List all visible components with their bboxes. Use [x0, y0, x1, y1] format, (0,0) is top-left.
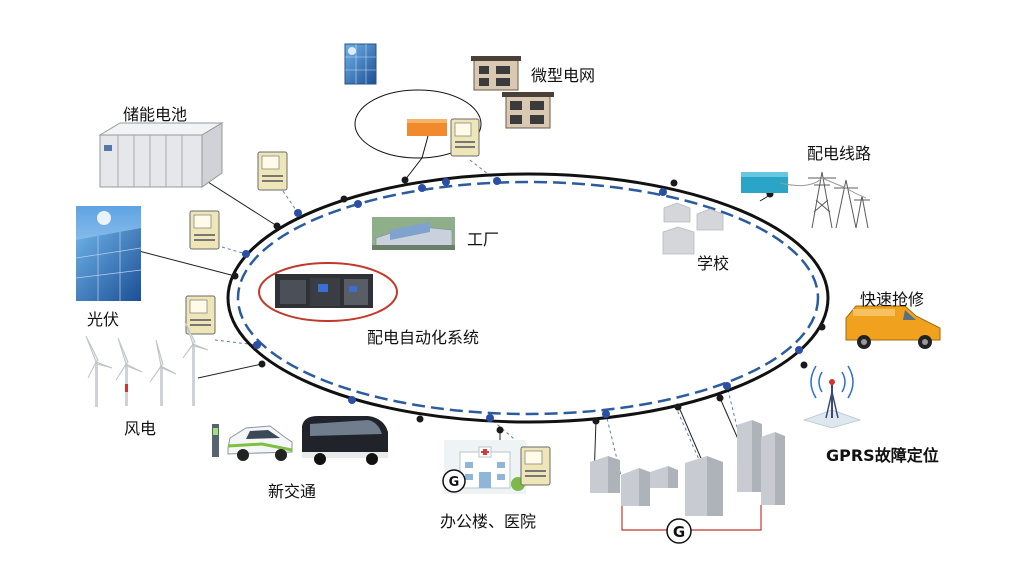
- feeder-ring-inner: [236, 180, 820, 416]
- label-microgrid: 微型电网: [531, 66, 596, 85]
- ring-nodes-black: [231, 176, 826, 434]
- ev-car-icon: [212, 424, 293, 461]
- controller-icon: [520, 446, 551, 486]
- label-wind: 风电: [124, 419, 157, 438]
- house-icon: [471, 56, 521, 91]
- label-automation: 配电自动化系统: [367, 328, 480, 347]
- pv-array-icon: [75, 206, 142, 301]
- label-gprs: GPRS故障定位: [826, 446, 939, 465]
- house-icon: [502, 92, 554, 129]
- line-switch-box: [741, 172, 788, 193]
- label-office-hospital: 办公楼、医院: [440, 512, 537, 531]
- microgrid-boundary: [354, 89, 482, 159]
- label-repair: 快速抢修: [860, 290, 925, 309]
- label-battery: 储能电池: [123, 105, 188, 124]
- city-buildings: [590, 420, 785, 516]
- controller-icon: [450, 118, 480, 157]
- generator-icon: G: [666, 518, 692, 544]
- microgrid-storage-box: [407, 119, 447, 136]
- van-icon: [845, 305, 941, 349]
- wind-turbine-icon: [85, 321, 209, 407]
- battery-cabinet-icon: [98, 122, 224, 188]
- label-pv: 光伏: [87, 310, 120, 329]
- antenna-icon: [802, 365, 862, 429]
- label-school: 学校: [697, 254, 730, 273]
- generator-icon: G: [442, 469, 466, 493]
- factory-icon: [372, 217, 455, 250]
- automation-highlight-ring: [258, 262, 398, 322]
- label-line: 配电线路: [807, 144, 872, 163]
- bus-icon: [302, 416, 388, 465]
- label-factory: 工厂: [467, 230, 500, 249]
- label-transport: 新交通: [268, 482, 317, 501]
- pylon-icon: [779, 171, 870, 229]
- generator-symbol: G: [449, 475, 460, 490]
- microgrid-group: [344, 43, 554, 181]
- solar-panel-icon: [344, 43, 377, 85]
- connector-lines: [134, 174, 771, 442]
- controller-icon: [257, 151, 288, 191]
- feeder-ring-outer: [226, 172, 830, 424]
- line-feeder: [741, 172, 788, 195]
- ring-nodes-blue: [242, 177, 803, 422]
- school-icon: [662, 202, 724, 255]
- generator-symbol: G: [673, 523, 685, 541]
- switchgear-icon: [275, 274, 373, 308]
- controller-icon: [185, 295, 216, 335]
- controller-icon: [189, 210, 220, 250]
